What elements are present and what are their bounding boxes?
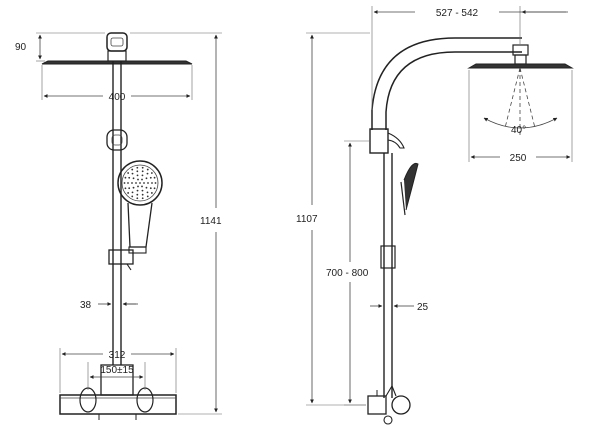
front-dim-total-height: 1141 xyxy=(130,32,222,415)
dim-inlet-spacing-label: 150±15 xyxy=(100,365,134,376)
nozzle-dot xyxy=(154,182,157,184)
dim-body-width-label: 312 xyxy=(109,350,126,361)
nozzle-dot xyxy=(124,187,127,190)
front-hand-shower xyxy=(108,160,163,271)
dim-head-height-label: 90 xyxy=(15,42,27,53)
nozzle-dot xyxy=(127,182,129,184)
nozzle-dot xyxy=(141,178,143,181)
nozzle-dot xyxy=(127,172,130,174)
nozzle-dot xyxy=(123,182,126,184)
nozzle-dot xyxy=(153,187,156,190)
nozzle-dot xyxy=(141,174,144,177)
dim-head-width-label: 400 xyxy=(109,92,126,103)
nozzle-dot xyxy=(136,166,139,169)
nozzle-dot xyxy=(146,191,149,194)
nozzle-dot xyxy=(146,168,149,171)
side-view: 40° 527 - 542 xyxy=(296,6,574,425)
nozzle-dot xyxy=(136,170,139,173)
nozzle-dot xyxy=(131,172,134,175)
nozzle-dot xyxy=(132,186,135,189)
nozzle-dot xyxy=(141,170,144,173)
dim-height-label: 1107 xyxy=(296,214,318,225)
nozzle-dot xyxy=(141,197,144,200)
side-dim-head-diameter: 250 xyxy=(468,70,573,164)
nozzle-dot xyxy=(131,168,134,171)
nozzle-dot xyxy=(141,193,144,196)
nozzle-dot xyxy=(124,176,127,179)
nozzle-dot xyxy=(149,187,152,190)
dim-spray-angle-label: 40° xyxy=(511,125,526,136)
side-overhead-shower xyxy=(467,44,574,69)
dim-rail-offset-label: 38 xyxy=(80,300,92,311)
nozzle-dot xyxy=(137,185,139,188)
side-thermostat xyxy=(367,384,411,425)
dim-head-diameter-label: 250 xyxy=(510,153,527,164)
nozzle-dot xyxy=(136,189,139,192)
nozzle-dot xyxy=(139,182,141,184)
front-view: 90 400 1141 38 xyxy=(15,32,222,420)
hand-shower-nozzles xyxy=(123,166,157,200)
side-dim-adjust-range: 700 - 800 xyxy=(326,140,370,406)
front-dim-head-width: 400 xyxy=(41,65,193,103)
nozzle-dot xyxy=(131,195,134,198)
nozzle-dot xyxy=(145,177,148,180)
side-hand-shower xyxy=(400,162,419,216)
nozzle-dot xyxy=(127,192,130,194)
nozzle-dot xyxy=(141,185,143,188)
nozzle-dot xyxy=(136,197,139,200)
nozzle-dot xyxy=(150,172,153,174)
nozzle-dot xyxy=(131,182,133,184)
side-dim-height: 1107 xyxy=(296,32,370,406)
nozzle-dot xyxy=(132,177,135,180)
nozzle-dot xyxy=(147,182,149,184)
nozzle-dot xyxy=(153,176,156,179)
dim-arm-reach-label: 527 - 542 xyxy=(436,8,479,19)
front-overhead-shower xyxy=(41,32,193,65)
side-riser-arm xyxy=(369,37,522,398)
nozzle-dot xyxy=(131,191,134,194)
nozzle-dot xyxy=(149,176,152,179)
side-dim-rail-diameter: 25 xyxy=(370,302,429,313)
nozzle-dot xyxy=(136,193,139,196)
front-dim-head-height: 90 xyxy=(15,32,105,62)
front-dim-rail-offset: 38 xyxy=(80,300,138,311)
nozzle-dot xyxy=(128,187,131,190)
nozzle-dot xyxy=(143,182,145,184)
nozzle-dot xyxy=(135,182,137,184)
dim-rail-diameter-label: 25 xyxy=(417,302,429,313)
side-dim-arm-reach: 527 - 542 xyxy=(371,6,568,110)
nozzle-dot xyxy=(136,174,139,177)
nozzle-dot xyxy=(141,189,144,192)
nozzle-dot xyxy=(145,186,148,189)
dim-adjust-range-label: 700 - 800 xyxy=(326,268,369,279)
nozzle-dot xyxy=(146,195,149,198)
front-dim-body-width: 312 xyxy=(59,348,177,393)
nozzle-dot xyxy=(137,178,139,181)
side-spray-angle: 40° xyxy=(483,67,558,136)
nozzle-dot xyxy=(128,176,131,179)
dim-total-height-label: 1141 xyxy=(200,216,222,227)
nozzle-dot xyxy=(150,192,153,194)
front-rail xyxy=(106,61,128,365)
front-dim-inlet-spacing: 150±15 xyxy=(87,362,146,390)
nozzle-dot xyxy=(146,172,149,175)
nozzle-dot xyxy=(151,182,153,184)
nozzle-dot xyxy=(141,166,144,169)
